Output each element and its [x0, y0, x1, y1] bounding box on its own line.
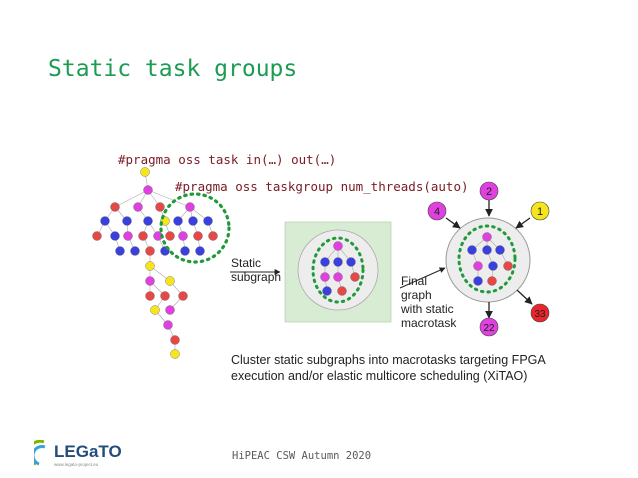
node-1-circle	[530, 201, 550, 221]
page-title: Static task groups	[48, 56, 298, 82]
numbered-nodes: 2 4 1 33 22	[427, 181, 550, 337]
node-33-circle	[530, 303, 550, 323]
legato-logo: LEGaTO www.legato-project.eu	[34, 438, 124, 472]
node-4: 4	[427, 201, 447, 221]
final-graph-label-line-4: macrotask	[401, 316, 457, 330]
node-22-circle	[479, 317, 499, 337]
final-graph-label-line-3: with static	[401, 302, 454, 316]
numbered-node-arrows	[445, 200, 533, 319]
legato-logo-mark-icon	[34, 440, 46, 466]
node-1: 1	[530, 201, 550, 221]
legato-logo-text: LEGaTO	[54, 442, 122, 461]
node-2-label: 2	[486, 186, 492, 198]
legato-logo-tagline: www.legato-project.eu	[54, 462, 99, 467]
task-graph-nodes	[92, 167, 218, 359]
final-macrotask	[445, 217, 531, 303]
code-task-pragma: #pragma oss task in(…) out(…)	[118, 152, 337, 167]
static-subgraph-label: Static subgraph	[231, 256, 281, 284]
node-4-circle	[427, 201, 447, 221]
node-33-label: 33	[534, 309, 546, 320]
node-22: 22	[479, 317, 499, 337]
node-22-label: 22	[483, 323, 495, 334]
node-4-label: 4	[434, 206, 440, 218]
footer-text: HiPEAC CSW Autumn 2020	[232, 450, 372, 462]
node-1-label: 1	[537, 206, 543, 218]
static-subgraph-label-line-2: subgraph	[231, 270, 282, 284]
caption-line-1: Cluster static subgraphs into macrotasks…	[231, 353, 546, 367]
taskgroup-dotted-ring	[159, 192, 231, 264]
final-graph-label-line-2: graph	[401, 288, 432, 302]
code-taskgroup-pragma: #pragma oss taskgroup num_threads(auto)	[175, 179, 469, 194]
static-subgraph-box	[284, 221, 392, 323]
node-2: 2	[479, 181, 499, 201]
caption-line-2: execution and/or elastic multicore sched…	[231, 369, 528, 383]
caption: Cluster static subgraphs into macrotasks…	[231, 352, 561, 384]
final-graph-label: Final graph with static macrotask	[401, 274, 456, 330]
final-graph-label-line-1: Final	[401, 274, 428, 288]
static-subgraph-label-line-1: Static	[231, 256, 262, 270]
node-33: 33	[530, 303, 550, 323]
node-2-circle	[479, 181, 499, 201]
final-graph-arrow	[399, 267, 446, 289]
